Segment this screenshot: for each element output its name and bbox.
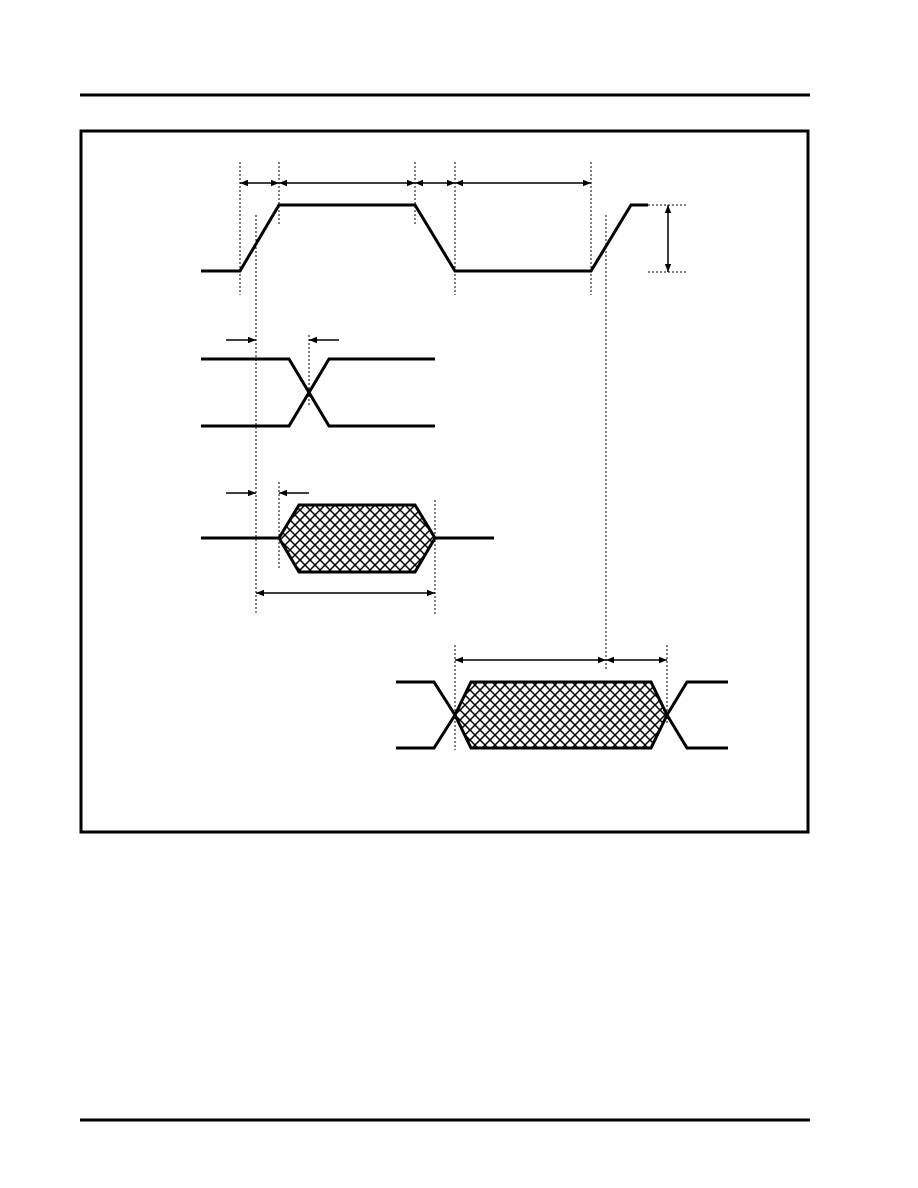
output-left-bottom <box>396 714 457 750</box>
crossover-top <box>201 357 435 428</box>
waveforms <box>201 203 728 750</box>
output-right-bottom <box>665 714 728 750</box>
reference-lines <box>239 162 688 750</box>
timing-arrows <box>226 179 672 664</box>
output-left-top <box>396 680 457 716</box>
clock-waveform <box>201 203 648 273</box>
data-valid-window <box>277 503 437 574</box>
output-right-top <box>665 680 728 716</box>
figure-frame <box>79 129 810 834</box>
output-valid-window <box>453 680 669 750</box>
crossover-bottom <box>201 357 435 428</box>
